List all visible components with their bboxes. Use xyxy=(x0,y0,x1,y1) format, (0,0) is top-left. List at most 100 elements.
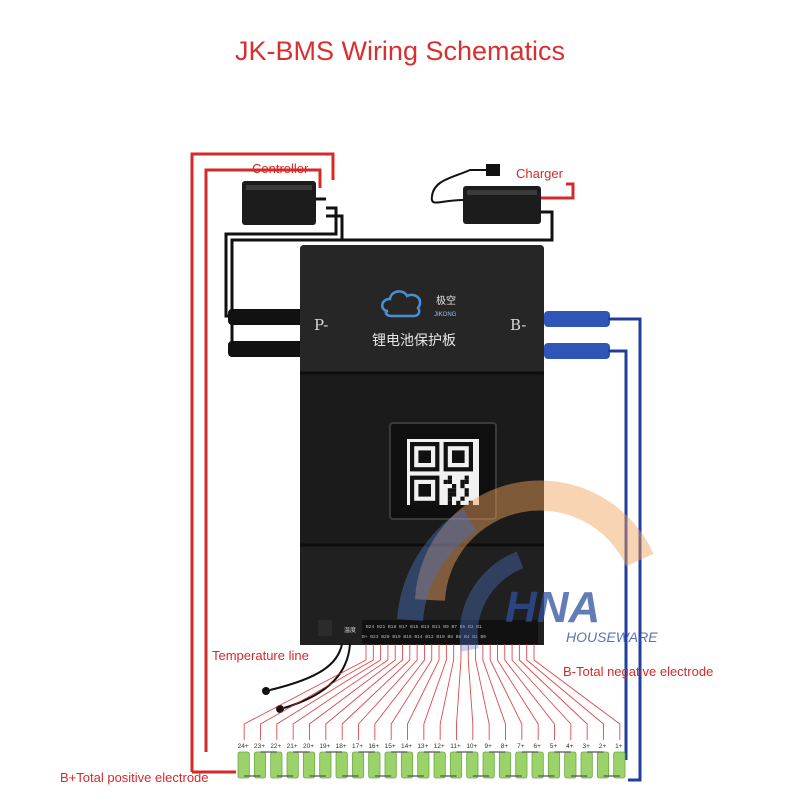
cell-label: 10+ xyxy=(466,743,477,750)
temperature-port xyxy=(318,620,332,636)
qr-module-dot xyxy=(447,496,452,501)
battery-cell xyxy=(368,751,381,779)
charger-plug xyxy=(486,164,500,176)
balance-wire xyxy=(439,644,455,740)
cell-label: 8+ xyxy=(501,743,509,750)
battery-cell xyxy=(400,751,414,779)
qr-module-dot xyxy=(460,496,465,501)
qr-module-dot xyxy=(452,488,457,493)
watermark-line1: HNA xyxy=(505,583,600,632)
balance-wire xyxy=(276,644,382,740)
qr-module-dot xyxy=(464,488,469,493)
balance-wire xyxy=(533,644,621,740)
battery-cell xyxy=(531,751,544,779)
cell-label: 9+ xyxy=(484,743,492,750)
battery-cell xyxy=(319,751,332,779)
balance-wire xyxy=(456,644,462,740)
b-plus-total-wire-inner xyxy=(204,168,322,752)
qr-module-dot xyxy=(464,492,469,497)
qr-module-dot xyxy=(443,479,448,484)
battery-cell xyxy=(613,751,626,779)
b-plus-total-wire xyxy=(190,152,335,772)
cell-label: 4+ xyxy=(566,743,574,750)
battery-cell xyxy=(253,751,267,779)
cell-label: 14+ xyxy=(401,743,412,750)
b-minus-total-wire-inner xyxy=(608,349,628,760)
charger-to-b-minus-wire xyxy=(300,210,554,242)
diagram-title: JK-BMS Wiring Schematics xyxy=(234,36,566,66)
bms-top-panel xyxy=(300,245,544,373)
cell-label: 22+ xyxy=(270,743,281,750)
cell-label: 2+ xyxy=(599,743,607,750)
battery-cell xyxy=(237,751,250,779)
temperature-probe-1 xyxy=(269,643,343,691)
b-minus-cable-1 xyxy=(544,311,610,327)
qr-module-dot xyxy=(447,475,452,480)
battery-cell xyxy=(564,751,577,779)
charger-plug-cord xyxy=(430,169,488,204)
cell-label: 6+ xyxy=(533,743,541,750)
cell-label: 13+ xyxy=(417,743,428,750)
balance-wire xyxy=(309,644,396,740)
qr-module-dot xyxy=(464,479,469,484)
cell-label: 3+ xyxy=(582,743,590,750)
p-minus-cable-1 xyxy=(228,309,304,325)
b-minus-total-label: B-Total negative electrode xyxy=(563,664,713,679)
battery-cell xyxy=(482,751,495,779)
balance-wire xyxy=(482,644,506,740)
balance-wires xyxy=(243,644,621,740)
temp-port-label: 温度 xyxy=(344,626,356,634)
p-minus-label: P- xyxy=(314,316,328,334)
qr-module-dot xyxy=(452,484,457,489)
brand-en: JIKONG xyxy=(434,312,457,318)
balance-wire xyxy=(497,644,539,740)
battery-cell xyxy=(417,751,430,779)
balance-wire xyxy=(243,644,367,740)
controller-highlight xyxy=(246,185,312,190)
qr-module-dot xyxy=(447,488,452,493)
qr-pattern xyxy=(410,442,473,505)
temperature-line-label: Temperature line xyxy=(212,648,309,663)
qr-module-dot xyxy=(460,479,465,484)
balance-wire xyxy=(374,644,425,740)
battery-cell xyxy=(302,751,316,779)
balance-wire xyxy=(467,644,474,740)
balance-connector xyxy=(362,620,538,644)
cell-label: 17+ xyxy=(352,743,363,750)
temperature-probe-tip-1 xyxy=(262,687,270,695)
balance-wire xyxy=(504,644,555,740)
battery-cells: 24+23+22+21+20+19+18+17+16+15+14+13+12+1… xyxy=(237,743,626,779)
battery-cell xyxy=(515,751,528,779)
battery-cell xyxy=(270,751,283,779)
charger-highlight xyxy=(467,190,537,195)
qr-module-dot xyxy=(447,492,452,497)
temperature-probe-tip-2 xyxy=(276,705,284,713)
battery-cell xyxy=(547,751,561,779)
qr-finder xyxy=(452,450,465,463)
balance-wire xyxy=(341,644,411,740)
qr-finder xyxy=(418,484,431,497)
watermark-logo xyxy=(397,480,654,652)
battery-cell xyxy=(466,751,479,779)
balance-wire xyxy=(511,644,572,740)
cell-label: 19+ xyxy=(319,743,330,750)
battery-cell xyxy=(351,751,365,779)
charger-label: Charger xyxy=(516,166,564,181)
battery-cell xyxy=(580,751,593,779)
battery-cell xyxy=(596,751,610,779)
balance-wire xyxy=(407,644,440,740)
cell-label: 1+ xyxy=(615,743,623,750)
battery-cell xyxy=(433,751,446,779)
cloud-icon xyxy=(381,290,422,318)
balance-wire xyxy=(292,644,389,740)
balance-wire xyxy=(489,644,523,740)
qr-module-dot xyxy=(456,500,461,505)
battery-cell xyxy=(335,751,348,779)
balance-wire xyxy=(475,644,490,740)
cell-label: 12+ xyxy=(434,743,445,750)
cell-label: 15+ xyxy=(385,743,396,750)
qr-module-dot xyxy=(468,500,473,505)
balance-wire xyxy=(518,644,588,740)
b-minus-label: B- xyxy=(510,316,526,334)
